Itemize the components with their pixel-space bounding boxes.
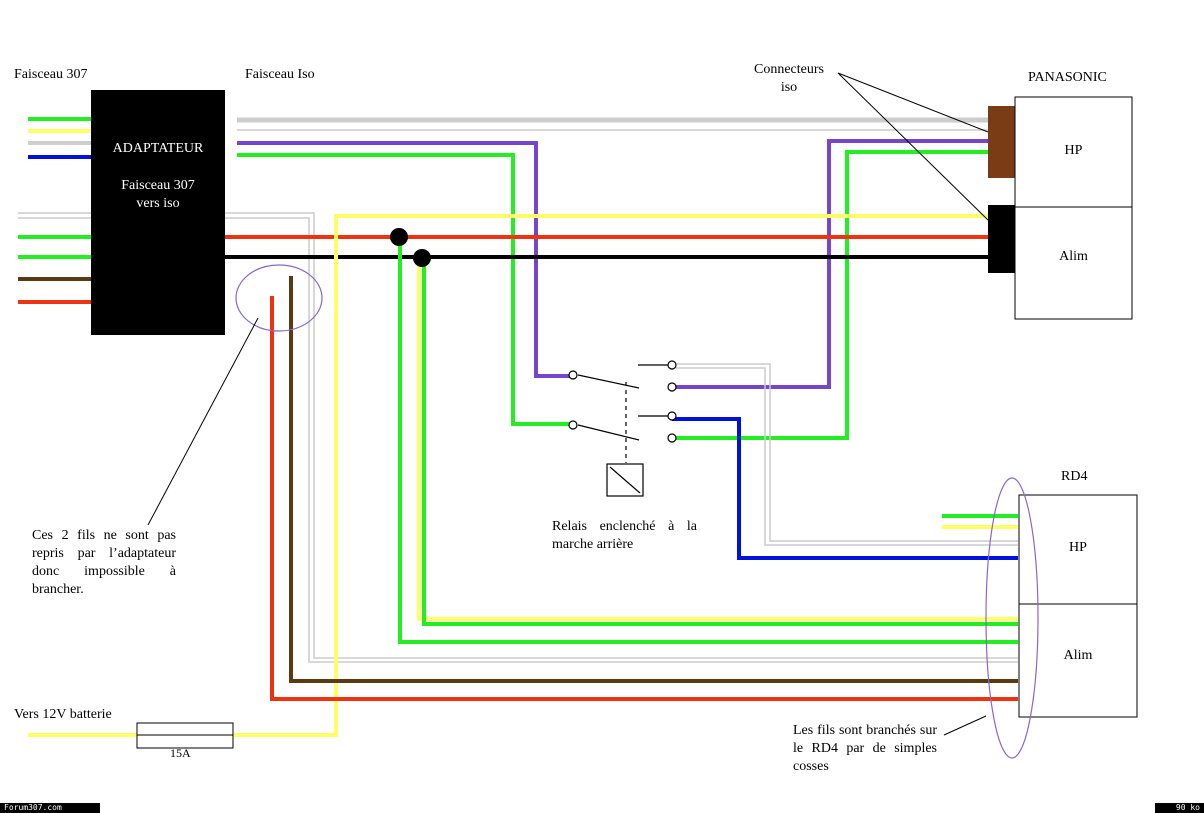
label-rd4: RD4: [1061, 469, 1088, 484]
wire-purple-adapter-relay: [237, 141, 573, 378]
rd4-unit: [1018, 494, 1138, 718]
rd4-alim-label: Alim: [1063, 648, 1093, 663]
label-faisceau-iso: Faisceau Iso: [245, 67, 315, 82]
label-fuse: 15A: [170, 746, 191, 760]
footer-source: Forum307.com: [0, 803, 100, 813]
junction-dot-black: [413, 249, 431, 267]
panasonic-unit: [1014, 96, 1133, 320]
wire-green-relay-hp: [672, 150, 988, 440]
label-connecteurs: Connecteurs: [754, 62, 824, 77]
wire-green-junction-1: [398, 238, 1018, 644]
wire-yellow-battery-alim: [233, 214, 988, 737]
junction-dot-red: [390, 228, 408, 246]
relay-switch: [568, 360, 677, 497]
wire-brown-unused: [289, 276, 1018, 683]
label-batterie: Vers 12V batterie: [14, 707, 112, 722]
wire-green-junction-2: [422, 258, 1018, 626]
iso-connector-hp: [988, 106, 1015, 178]
wire-white-top: [237, 117, 1000, 131]
adaptateur-sub-1: Faisceau 307: [121, 178, 195, 193]
wire-green-adapter-relay: [237, 153, 573, 426]
adaptateur-title: ADAPTATEUR: [112, 141, 204, 156]
wire-white-double: [18, 212, 1018, 663]
faisceau-307-wires: [18, 117, 91, 304]
wire-yellow-rd4: [417, 258, 1018, 621]
callout-lines: [147, 72, 989, 736]
note-unused-wires: Ces 2 fils ne sont pas repris par l’adap…: [32, 528, 176, 597]
panasonic-alim-label: Alim: [1059, 249, 1088, 264]
label-connecteurs-iso: iso: [780, 80, 798, 95]
note-relais: Relais enclenché à la marche arrière: [552, 519, 697, 552]
ellipse-unused-wires: [235, 264, 323, 332]
wire-red-unused: [270, 296, 1018, 701]
footer-size: 90 ko: [1155, 803, 1204, 813]
panasonic-hp-label: HP: [1064, 143, 1083, 158]
wire-blue-relay-rd4: [672, 417, 1018, 560]
note-rd4-cosses: Les fils sont branchés sur le RD4 par de…: [793, 723, 937, 774]
ellipse-rd4-wires: [985, 477, 1039, 759]
wire-white-relay-rd4: [676, 363, 1018, 546]
label-faisceau-307: Faisceau 307: [14, 67, 88, 82]
iso-connector-alim: [988, 205, 1015, 273]
fuse-15a: [136, 722, 234, 749]
label-panasonic: PANASONIC: [1028, 70, 1107, 85]
rd4-hp-label: HP: [1069, 540, 1087, 555]
wire-purple-relay-hp: [672, 139, 988, 389]
adaptateur-sub-2: vers iso: [136, 196, 180, 211]
adaptateur-box: [91, 90, 225, 335]
